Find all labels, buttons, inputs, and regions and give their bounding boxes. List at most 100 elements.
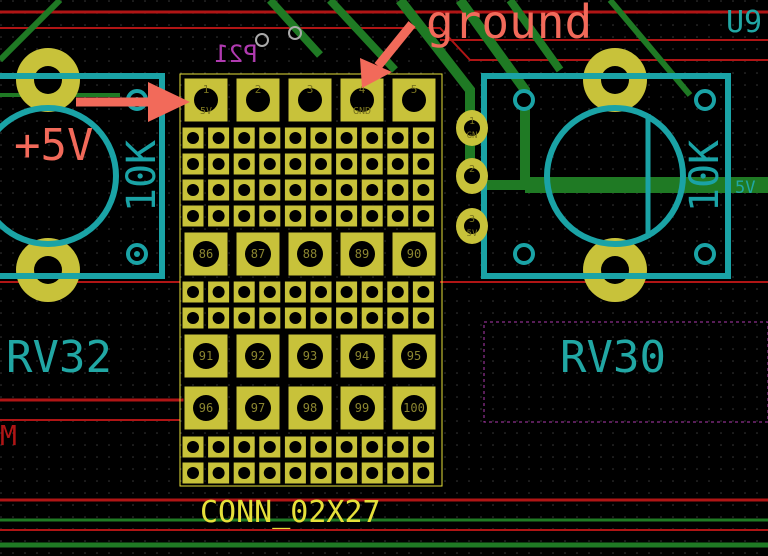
pin-number: 93 — [303, 349, 317, 363]
pin-number: 96 — [199, 401, 213, 415]
small-pad — [386, 461, 410, 485]
pin-number: 86 — [199, 247, 213, 261]
small-pad — [360, 126, 384, 150]
plus5v-annotation: +5V — [14, 120, 93, 171]
small-pad — [309, 178, 333, 202]
header-pin-pad: 90 — [391, 231, 437, 277]
designator-rv32: RV32 — [6, 332, 112, 383]
small-pad — [335, 280, 359, 304]
small-pad — [335, 152, 359, 176]
pin-number: 2 — [469, 164, 475, 175]
small-pad — [309, 280, 333, 304]
side-pad: 2 — [456, 158, 488, 194]
small-pad — [386, 280, 410, 304]
small-pad — [386, 306, 410, 330]
header-pin-pad: 97 — [235, 385, 281, 431]
header-pin-pad: 86 — [183, 231, 229, 277]
small-pad — [258, 178, 282, 202]
small-pad — [232, 178, 256, 202]
pin-number: 88 — [303, 247, 317, 261]
pin-number: 92 — [251, 349, 265, 363]
pin-number: 87 — [251, 247, 265, 261]
pot-value-label: 10K — [119, 140, 165, 212]
designator-u9: U9 — [726, 5, 762, 40]
header-pin-pad: 95 — [391, 333, 437, 379]
small-pad — [283, 204, 307, 228]
header-pin-pad: 94 — [339, 333, 385, 379]
via — [288, 26, 302, 40]
small-pad — [309, 152, 333, 176]
small-pad — [309, 435, 333, 459]
pin-number: 98 — [303, 401, 317, 415]
pin-number: 2 — [255, 83, 262, 96]
small-pad — [411, 306, 435, 330]
pin-name: 5V — [200, 106, 212, 117]
small-pad — [411, 435, 435, 459]
small-pad — [411, 126, 435, 150]
pin-number: 97 — [251, 401, 265, 415]
designator-p21: P21 — [214, 40, 257, 68]
small-pad — [232, 306, 256, 330]
small-pad — [258, 152, 282, 176]
small-pad — [360, 306, 384, 330]
pin-number: 100 — [403, 401, 425, 415]
small-pad — [207, 280, 231, 304]
small-pad — [360, 461, 384, 485]
pin-number: 3 — [469, 214, 475, 225]
pin-number: 95 — [407, 349, 421, 363]
small-pad — [207, 126, 231, 150]
connector-type-label: CONN_02X27 — [200, 495, 381, 530]
pin-number: 5 — [411, 83, 418, 96]
pin-number: 89 — [355, 247, 369, 261]
header-pin-pad: 100 — [391, 385, 437, 431]
small-pad — [207, 435, 231, 459]
small-pad — [411, 178, 435, 202]
small-pad — [207, 306, 231, 330]
small-pad — [283, 126, 307, 150]
small-pad — [232, 461, 256, 485]
small-pad — [258, 204, 282, 228]
pin-number: 90 — [407, 247, 421, 261]
pin-name: GND — [353, 106, 371, 117]
small-pad — [386, 178, 410, 202]
small-pad — [207, 178, 231, 202]
via — [255, 33, 269, 47]
header-pin-pad: 15V — [183, 77, 229, 123]
small-pad — [360, 204, 384, 228]
small-pad — [386, 435, 410, 459]
pin-number: 3 — [307, 83, 314, 96]
header-pin-pad: 98 — [287, 385, 333, 431]
header-pin-pad: 5 — [391, 77, 437, 123]
small-pad — [181, 126, 205, 150]
small-pad — [181, 204, 205, 228]
pin-name: 5V — [467, 229, 478, 239]
header-pin-pad: 91 — [183, 333, 229, 379]
small-pad — [207, 204, 231, 228]
small-pad — [232, 204, 256, 228]
small-pad — [411, 152, 435, 176]
small-pad — [386, 126, 410, 150]
small-pad — [181, 461, 205, 485]
pin-number: 4 — [359, 83, 366, 96]
small-pad — [335, 461, 359, 485]
small-pad — [335, 178, 359, 202]
header-pin-pad: 99 — [339, 385, 385, 431]
pin-number: 91 — [199, 349, 213, 363]
header-pin-pad: 88 — [287, 231, 333, 277]
header-pin-pad: 96 — [183, 385, 229, 431]
small-pad — [283, 461, 307, 485]
small-pad — [309, 461, 333, 485]
small-pad — [258, 280, 282, 304]
small-pad — [232, 435, 256, 459]
small-pad — [309, 204, 333, 228]
pin-number: 99 — [355, 401, 369, 415]
small-pad — [411, 461, 435, 485]
small-pad — [258, 461, 282, 485]
pin-number: 94 — [355, 349, 369, 363]
side-pad: 35V — [456, 208, 488, 244]
small-pad — [386, 152, 410, 176]
header-pin-pad: 93 — [287, 333, 333, 379]
header-pin-pad: 87 — [235, 231, 281, 277]
